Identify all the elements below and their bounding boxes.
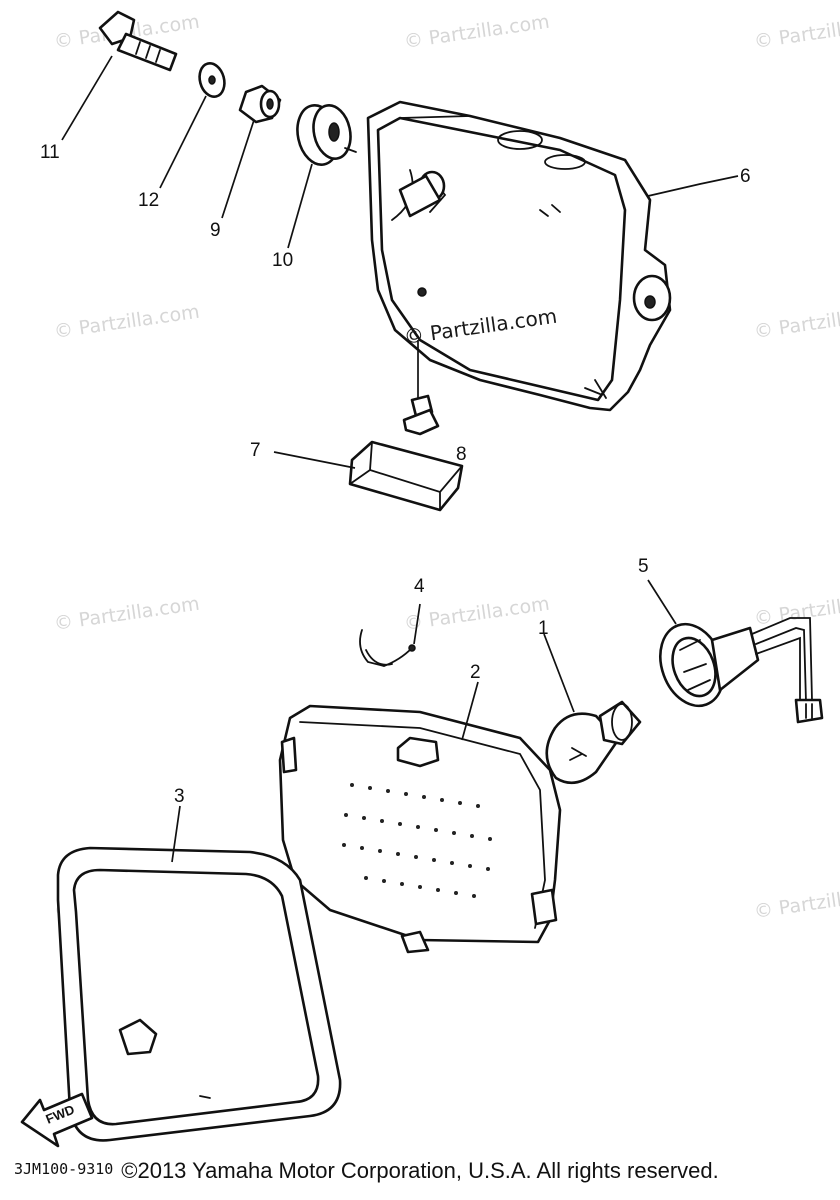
copyright-notice: ©2013 Yamaha Motor Corporation, U.S.A. A… bbox=[121, 1158, 719, 1183]
callout-3: 3 bbox=[174, 786, 185, 807]
part-5-bulb-socket bbox=[659, 617, 824, 724]
callout-11: 11 bbox=[40, 142, 60, 163]
part-6-headlight-housing bbox=[366, 100, 672, 412]
watermark: © Partzilla.com bbox=[753, 881, 840, 923]
callout-2: 2 bbox=[470, 662, 481, 683]
part-11-bolt bbox=[98, 10, 178, 72]
part-4-wire-spring bbox=[359, 629, 416, 667]
watermark: © Partzilla.com bbox=[403, 11, 551, 53]
watermark: © Partzilla.com bbox=[753, 588, 840, 630]
callouts: 11 12 9 10 6 7 8 4 5 1 2 3 bbox=[40, 142, 751, 807]
leader-lines bbox=[61, 55, 739, 863]
fwd-arrow-icon: FWD bbox=[20, 1092, 94, 1148]
part-1-bulb bbox=[545, 700, 642, 785]
watermark: © Partzilla.com bbox=[53, 593, 201, 635]
part-12-washer bbox=[198, 61, 226, 99]
part-9-collar bbox=[238, 84, 282, 124]
watermark: © Partzilla.com bbox=[753, 301, 840, 343]
callout-12: 12 bbox=[138, 190, 159, 211]
part-3-rim bbox=[56, 846, 342, 1142]
callout-9: 9 bbox=[210, 220, 221, 241]
callout-10: 10 bbox=[272, 250, 293, 271]
diagram-code: 3JM100-9310 bbox=[14, 1160, 113, 1178]
callout-1: 1 bbox=[538, 618, 549, 639]
callout-8: 8 bbox=[456, 444, 467, 465]
watermark: © Partzilla.com bbox=[53, 301, 201, 343]
lens-dot-pattern bbox=[342, 783, 492, 898]
part-10-grommet bbox=[296, 104, 357, 166]
callout-7: 7 bbox=[250, 440, 261, 461]
callout-5: 5 bbox=[638, 556, 649, 577]
callout-4: 4 bbox=[414, 576, 425, 597]
part-8-screw bbox=[402, 340, 440, 436]
part-2-headlight-lens bbox=[278, 704, 562, 954]
watermark: © Partzilla.com bbox=[753, 11, 840, 53]
watermark: © Partzilla.com bbox=[403, 593, 551, 635]
callout-6: 6 bbox=[740, 166, 751, 187]
part-7-block bbox=[348, 440, 464, 512]
